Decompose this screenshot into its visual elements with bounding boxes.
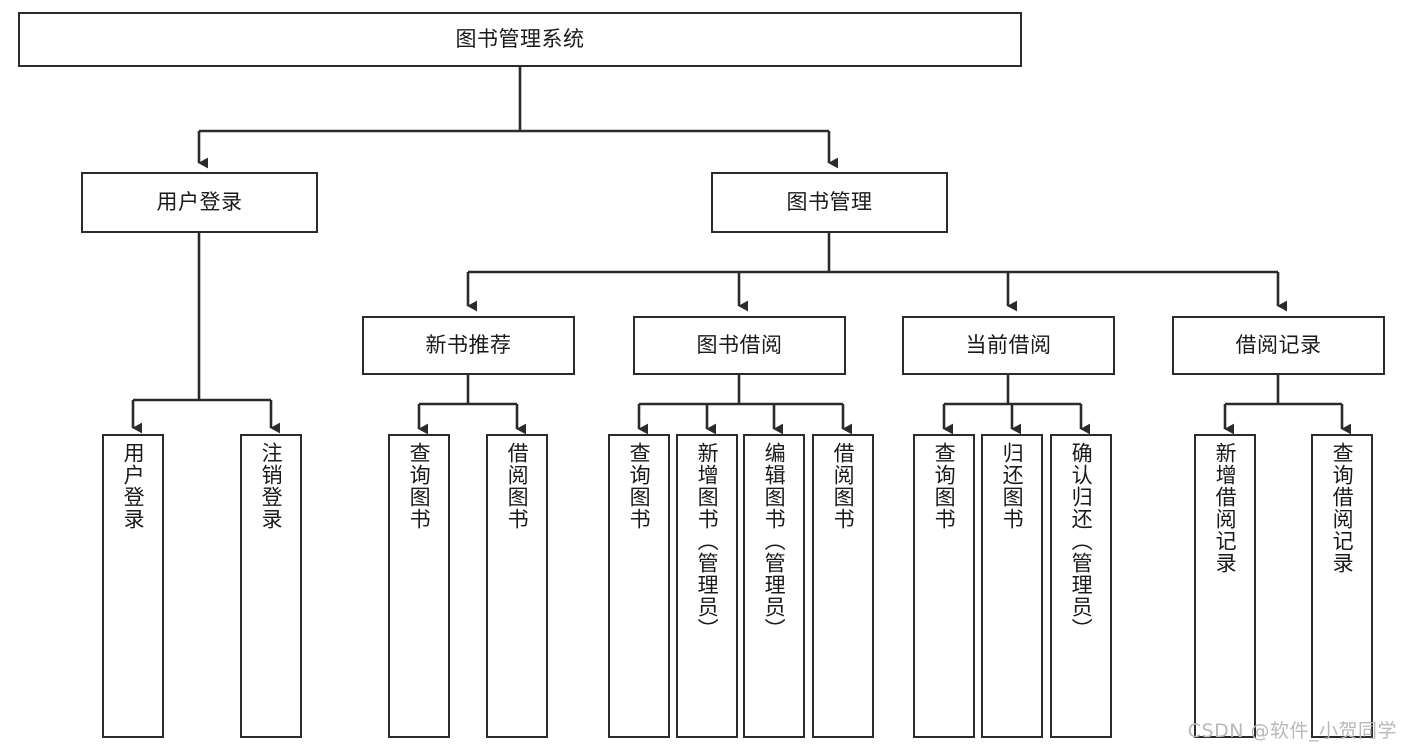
leaf-borrow-book-recommend-label: 借阅图书 bbox=[505, 442, 530, 530]
leaf-query-book-current[interactable]: 查询图书 bbox=[913, 434, 975, 738]
leaf-add-borrow-record[interactable]: 新增借阅记录 bbox=[1194, 434, 1256, 738]
leaf-query-book-recommend-label: 查询图书 bbox=[407, 442, 432, 530]
node-new-book-recommend[interactable]: 新书推荐 bbox=[362, 316, 575, 375]
node-current-borrow[interactable]: 当前借阅 bbox=[902, 316, 1115, 375]
leaf-query-book-borrow-label: 查询图书 bbox=[627, 442, 652, 530]
node-book-management[interactable]: 图书管理 bbox=[711, 172, 948, 233]
leaf-borrow-book[interactable]: 借阅图书 bbox=[812, 434, 874, 738]
node-new-book-recommend-label: 新书推荐 bbox=[425, 333, 512, 358]
node-current-borrow-label: 当前借阅 bbox=[965, 333, 1052, 358]
node-borrow-records[interactable]: 借阅记录 bbox=[1172, 316, 1385, 375]
node-book-management-label: 图书管理 bbox=[786, 190, 873, 215]
leaf-logout[interactable]: 注销登录 bbox=[240, 434, 302, 738]
leaf-user-login-label: 用户登录 bbox=[121, 442, 146, 530]
leaf-query-book-current-label: 查询图书 bbox=[932, 442, 957, 530]
node-book-borrow[interactable]: 图书借阅 bbox=[633, 316, 846, 375]
leaf-return-book-label: 归还图书 bbox=[1000, 442, 1025, 530]
leaf-add-borrow-record-label: 新增借阅记录 bbox=[1213, 442, 1238, 574]
leaf-borrow-book-recommend[interactable]: 借阅图书 bbox=[486, 434, 548, 738]
leaf-query-book-recommend[interactable]: 查询图书 bbox=[388, 434, 450, 738]
leaf-return-book[interactable]: 归还图书 bbox=[981, 434, 1043, 738]
leaf-edit-book-admin[interactable]: 编辑图书（管理员） bbox=[743, 434, 805, 738]
node-root-label: 图书管理系统 bbox=[455, 27, 585, 52]
node-root[interactable]: 图书管理系统 bbox=[18, 12, 1022, 67]
leaf-logout-label: 注销登录 bbox=[259, 442, 284, 530]
leaf-add-book-admin[interactable]: 新增图书（管理员） bbox=[676, 434, 738, 738]
leaf-edit-book-admin-label: 编辑图书（管理员） bbox=[762, 442, 787, 640]
node-user-login-label: 用户登录 bbox=[156, 190, 243, 215]
leaf-query-book-borrow[interactable]: 查询图书 bbox=[608, 434, 670, 738]
leaf-add-book-admin-label: 新增图书（管理员） bbox=[695, 442, 720, 640]
node-borrow-records-label: 借阅记录 bbox=[1235, 333, 1322, 358]
leaf-query-borrow-record-label: 查询借阅记录 bbox=[1330, 442, 1355, 574]
leaf-borrow-book-label: 借阅图书 bbox=[831, 442, 856, 530]
leaf-confirm-return-admin[interactable]: 确认归还（管理员） bbox=[1050, 434, 1112, 738]
node-user-login[interactable]: 用户登录 bbox=[81, 172, 318, 233]
leaf-query-borrow-record[interactable]: 查询借阅记录 bbox=[1311, 434, 1373, 738]
leaf-confirm-return-admin-label: 确认归还（管理员） bbox=[1069, 442, 1094, 640]
leaf-user-login[interactable]: 用户登录 bbox=[102, 434, 164, 738]
node-book-borrow-label: 图书借阅 bbox=[696, 333, 783, 358]
